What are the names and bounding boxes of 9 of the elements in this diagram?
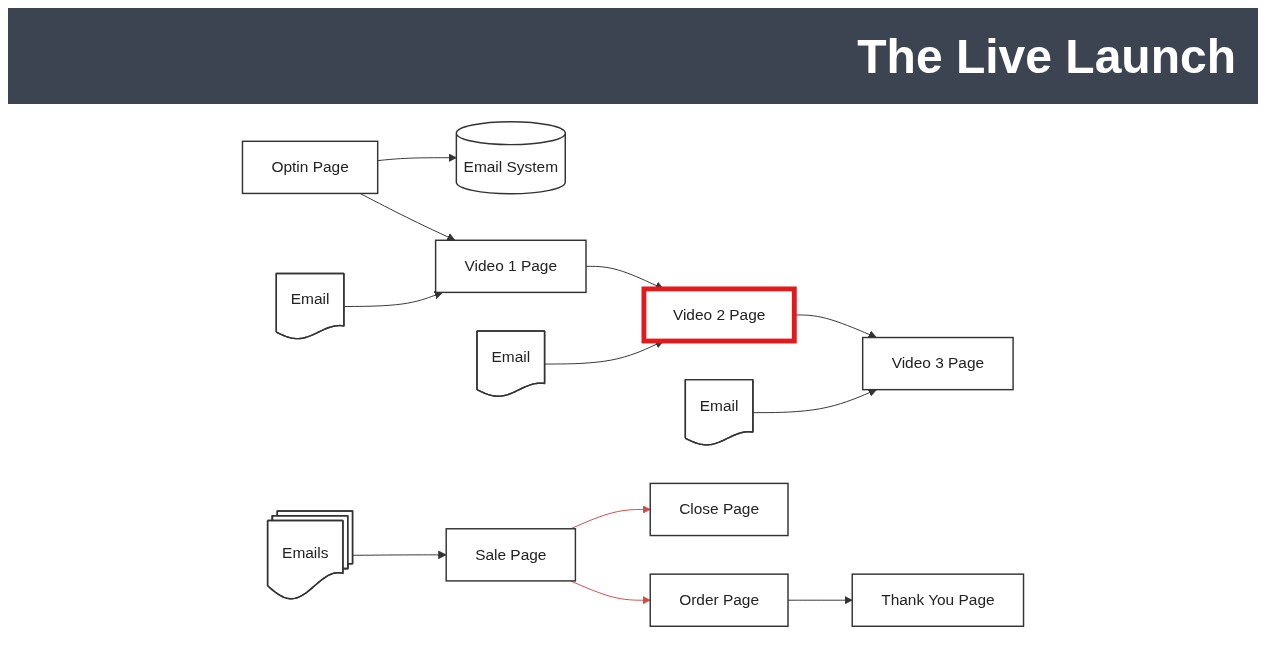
node-box: Video 3 Page [861,336,1014,391]
node-box: Order Page [649,573,789,627]
node-box: Video 2 Page [641,286,797,344]
node-box: Video 1 Page [434,239,587,294]
node-box: Optin Page [241,140,379,195]
title: The Live Launch [857,28,1236,84]
node-box: Sale Page [445,528,577,582]
node-box: Close Page [649,482,789,537]
node-box: Thank You Page [851,573,1025,627]
